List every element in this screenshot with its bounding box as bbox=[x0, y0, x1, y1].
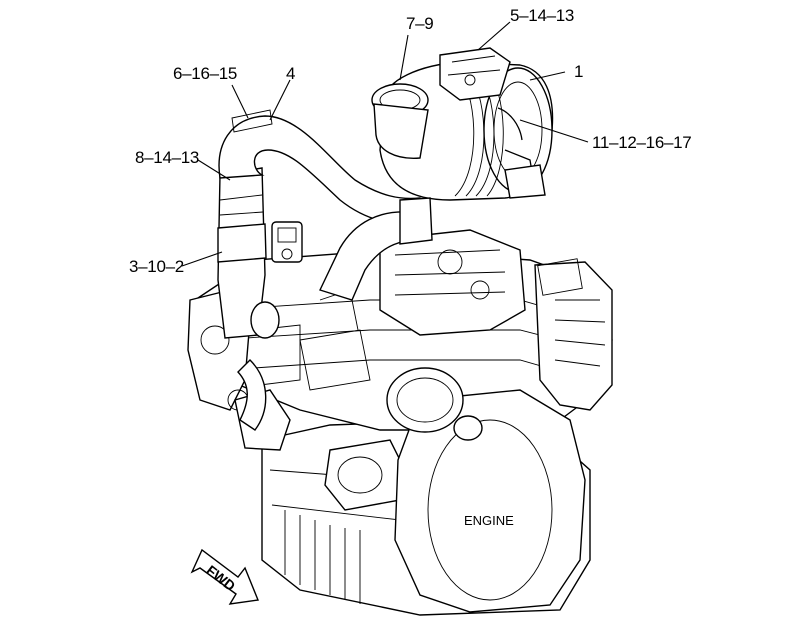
fwd-arrow-icon bbox=[190, 548, 259, 605]
callout-6-16-15: 6–16–15 bbox=[173, 64, 238, 83]
air-cleaner-assembly bbox=[371, 47, 554, 245]
callout-8-14-13: 8–14–13 bbox=[135, 148, 200, 167]
callout-1: 1 bbox=[574, 62, 584, 81]
turbo-hose-assembly bbox=[217, 109, 426, 431]
callout-5-14-13: 5–14–13 bbox=[510, 6, 575, 25]
leader-lines bbox=[181, 21, 589, 267]
callout-11-12-16-17: 11–12–16–17 bbox=[592, 133, 692, 152]
callout-4: 4 bbox=[286, 64, 296, 83]
engine-label: ENGINE bbox=[464, 513, 514, 528]
callout-7-9: 7–9 bbox=[406, 14, 434, 33]
engine-block bbox=[187, 229, 613, 616]
callout-3-10-2: 3–10–2 bbox=[129, 257, 184, 276]
